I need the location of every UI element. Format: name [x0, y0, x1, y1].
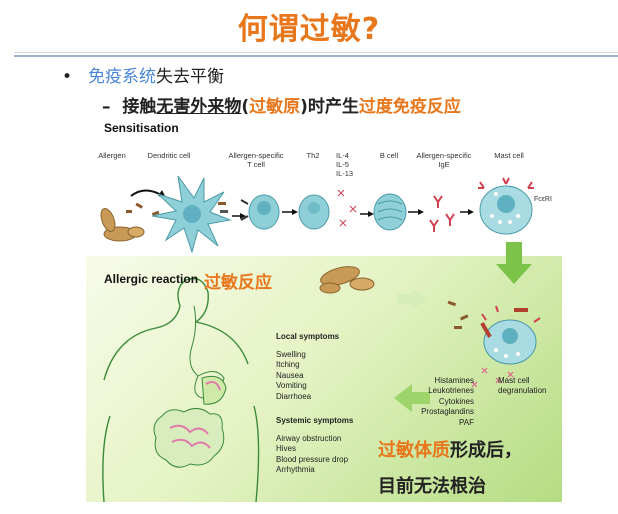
stage-label-th2: Th2	[306, 151, 320, 160]
stage-label-dendritic-cell: Dendritic cell	[147, 151, 191, 160]
reaction-panel	[86, 256, 562, 502]
intestines-icon	[153, 408, 225, 468]
stage-label-b-cell: B cell	[379, 151, 399, 160]
progression-arrow-icon	[496, 242, 532, 284]
sensitisation-title: Sensitisation	[104, 121, 179, 135]
definition-paren-open: (	[241, 97, 250, 117]
stomach-icon	[201, 375, 227, 405]
reaction-allergen-fragments-icon	[447, 300, 469, 329]
fc-receptor-label: FcεRI	[534, 196, 552, 203]
cytokine-particles-icon	[337, 189, 357, 227]
mast-cell-degranulation-label: Mast cell degranulation	[498, 376, 547, 395]
allergen-fragments-icon	[126, 202, 160, 216]
note-line-2: 目前无法根治	[378, 476, 486, 497]
note-allergic-constitution: 过敏体质	[378, 440, 450, 461]
mediator-item: Prostaglandins	[421, 407, 474, 417]
human-body-outline-icon	[102, 277, 260, 502]
definition-part-5: )时产生	[300, 97, 359, 117]
local-symptom-item: Itching	[276, 360, 300, 370]
allergic-reaction-title-cn: 过敏反应	[204, 273, 272, 293]
peanut-allergen-icon	[100, 208, 145, 242]
stage-label-interleukins: IL-4 IL-5 IL-13	[336, 151, 354, 178]
immune-system-rest: 失去平衡	[156, 67, 224, 87]
note-after-formation: 形成后，	[450, 440, 522, 461]
local-symptom-item: Swelling	[276, 350, 306, 359]
systemic-symptom-item: Airway obstruction	[276, 434, 342, 443]
systemic-symptoms-list: Airway obstruction Hives Blood pressure …	[276, 434, 348, 476]
th2-cell-icon	[298, 194, 330, 230]
definition-allergen: 过敏原	[249, 97, 301, 117]
systemic-symptom-item: Blood pressure drop	[276, 454, 349, 464]
definition-overreaction: 过度免疫反应	[358, 97, 461, 117]
allergy-mechanism-figure: Sensitisation Allergen Dendritic cell Al…	[86, 116, 562, 502]
mediator-item: Cytokines	[438, 396, 474, 406]
bullet-immune-system: • 免疫系统失去平衡	[62, 62, 224, 87]
stage-label-t-cell: Allergen-specific T cell	[228, 151, 284, 169]
b-cell-icon	[373, 193, 407, 231]
allergic-reaction-title: Allergic reaction	[104, 272, 199, 286]
mediator-release-icon	[471, 367, 514, 388]
dash-marker: –	[102, 97, 111, 117]
mast-cell-icon	[478, 177, 534, 235]
bullet-marker: •	[62, 67, 73, 87]
page-title: 何谓过敏?	[237, 12, 381, 47]
local-symptoms-header: Local symptoms	[276, 332, 340, 341]
degranulating-mast-cell-icon	[480, 305, 541, 365]
definition-harmless-foreign: 无害外来物	[156, 97, 242, 117]
mechanism-illustration	[100, 175, 541, 502]
mediator-item: Histamines	[434, 376, 474, 385]
note-line-1: 过敏体质形成后，	[378, 436, 522, 462]
systemic-symptoms-header: Systemic symptoms	[276, 416, 354, 425]
immune-system-highlight: 免疫系统	[88, 67, 156, 87]
ige-antibody-icon	[429, 195, 455, 232]
bullet-definition: – 接触无害外来物(过敏原)时产生过度免疫反应	[102, 92, 461, 117]
mediator-item: PAF	[459, 417, 474, 427]
symptom-arrow-icon	[394, 384, 430, 412]
local-symptom-item: Diarrhoea	[276, 391, 312, 401]
peanut-reaction-icon	[319, 266, 375, 294]
mediator-item: Leukotrienes	[428, 386, 474, 396]
t-cell-icon	[240, 194, 280, 230]
systemic-symptom-item: Arrhythmia	[276, 465, 315, 475]
title-divider-accent	[14, 55, 618, 57]
title-divider	[14, 52, 618, 53]
local-symptoms-list: Swelling Itching Nausea Vomiting Diarrho…	[276, 350, 311, 402]
allergen-entry-arrow-icon	[398, 288, 428, 310]
local-symptom-item: Nausea	[276, 370, 304, 380]
stage-label-ige: Allergen-specific IgE	[416, 151, 472, 169]
mediators-list: Histamines Leukotrienes Cytokines Prosta…	[412, 376, 474, 428]
dendritic-cell-icon	[151, 175, 232, 254]
stage-label-mast-cell: Mast cell	[494, 151, 524, 160]
stage-label-allergen: Allergen	[98, 151, 126, 160]
systemic-symptom-item: Hives	[276, 444, 297, 454]
local-symptom-item: Vomiting	[276, 381, 307, 391]
definition-part-1: 接触	[122, 97, 157, 117]
